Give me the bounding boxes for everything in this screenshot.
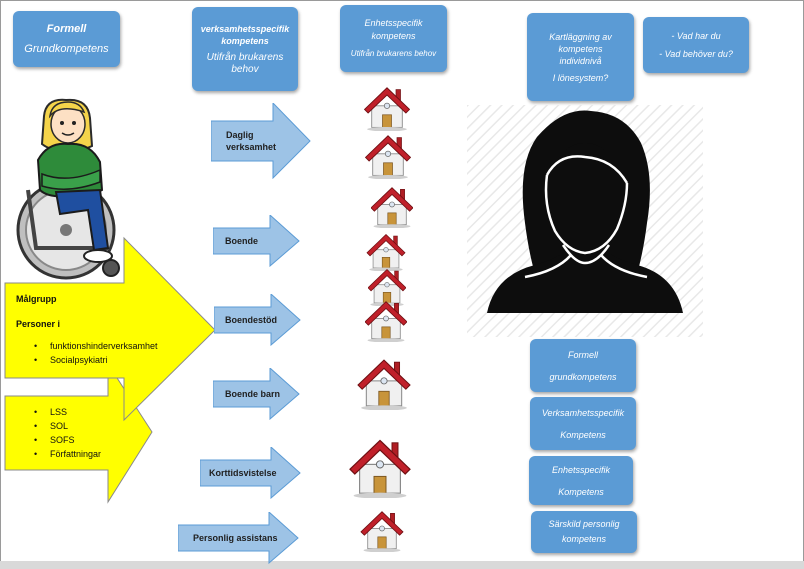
sarskild-personlig-card: Särskild personlig kompetens [531,511,637,553]
box-line: individnivå [559,55,602,66]
arrow-label: Boende barn [225,389,281,399]
arrow-boende: Boende [213,215,300,267]
box-line: Kartläggning av [549,31,612,42]
arrow-label: Personlig assistans [193,533,278,543]
law-item: SOFS [34,435,74,445]
arrow-label: Korttidsvistelse [209,468,277,478]
enhetsspecifik-card: Enhetsspecifik Kompetens [529,456,633,505]
wheelchair-user-illustration [8,98,130,280]
box-line: Verksamhetsspecifik [541,407,625,418]
arrow-label: verksamhet [226,142,277,152]
malgrupp-item: Socialpsykiatri [34,355,107,365]
arrow-daglig-verksamhet: Daglig verksamhet [211,103,311,179]
person-silhouette [467,105,703,337]
arrow-label: Boendestöd [225,315,278,325]
box-line: - Vad behöver du? [659,49,733,59]
verksamhetsspecifik-box: verksamhetsspecifik kompetens Utifrån br… [192,7,298,91]
box-line: kompetens [221,35,269,46]
vad-har-du-box: - Vad har du - Vad behöver du? [643,17,749,73]
kartlaggning-box: Kartläggning av kompetens individnivå I … [527,13,634,101]
box-line: Enhetsspecifik [364,18,423,28]
house-icon [360,511,404,552]
malgrupp-title: Målgrupp [16,294,57,304]
box-line: Grundkompetens [24,43,109,55]
house-icon [365,135,411,179]
malgrupp-item: funktionshinderverksamhet [34,341,157,351]
box-line: verksamhetsspecifik [200,23,290,34]
box-line: Kompetens [558,486,604,497]
box-line: kompetens [561,534,607,544]
house-icon [357,359,411,410]
malgrupp-subtitle: Personer i [16,319,61,329]
law-item: LSS [34,407,67,417]
box-line: Utifrån brukarens behov [350,49,437,58]
bottom-border [0,561,804,569]
house-icon [364,87,410,131]
house-icon [371,187,413,228]
house-icon [365,301,407,342]
box-line: Enhetsspecifik [551,464,611,475]
law-item: Författningar [34,449,101,459]
law-item: SOL [34,421,68,431]
formell-grundkompetens-box: Formell Grundkompetens [13,11,120,67]
arrow-boendestod: Boendestöd [214,294,301,346]
arrow-label: Boende [225,236,259,246]
arrow-korttidsvistelse: Korttidsvistelse [200,447,301,499]
box-line: kompetens [371,31,416,41]
box-line: kompetens [558,43,603,54]
box-line: Särskild personlig [548,519,620,529]
enhetsspecifik-box: Enhetsspecifik kompetens Utifrån brukare… [340,5,447,72]
arrow-personlig-assistans: Personlig assistans [178,512,299,564]
arrow-boende-barn: Boende barn [213,368,300,420]
box-line: I lönesystem? [552,72,609,83]
box-line: behov [231,63,259,75]
formell-grundkompetens-card: Formell grundkompetens [530,339,636,392]
verksamhetsspecifik-card: Verksamhetsspecifik Kompetens [530,397,636,450]
arrow-label: Daglig [226,130,254,140]
box-line: Formell [567,349,598,360]
box-line: Formell [46,23,87,35]
box-line: Kompetens [560,429,606,440]
box-line: grundkompetens [549,371,617,382]
box-line: - Vad har du [671,31,721,41]
box-line: Utifrån brukarens [206,51,284,63]
house-icon [349,439,411,498]
house-icon [366,234,406,271]
